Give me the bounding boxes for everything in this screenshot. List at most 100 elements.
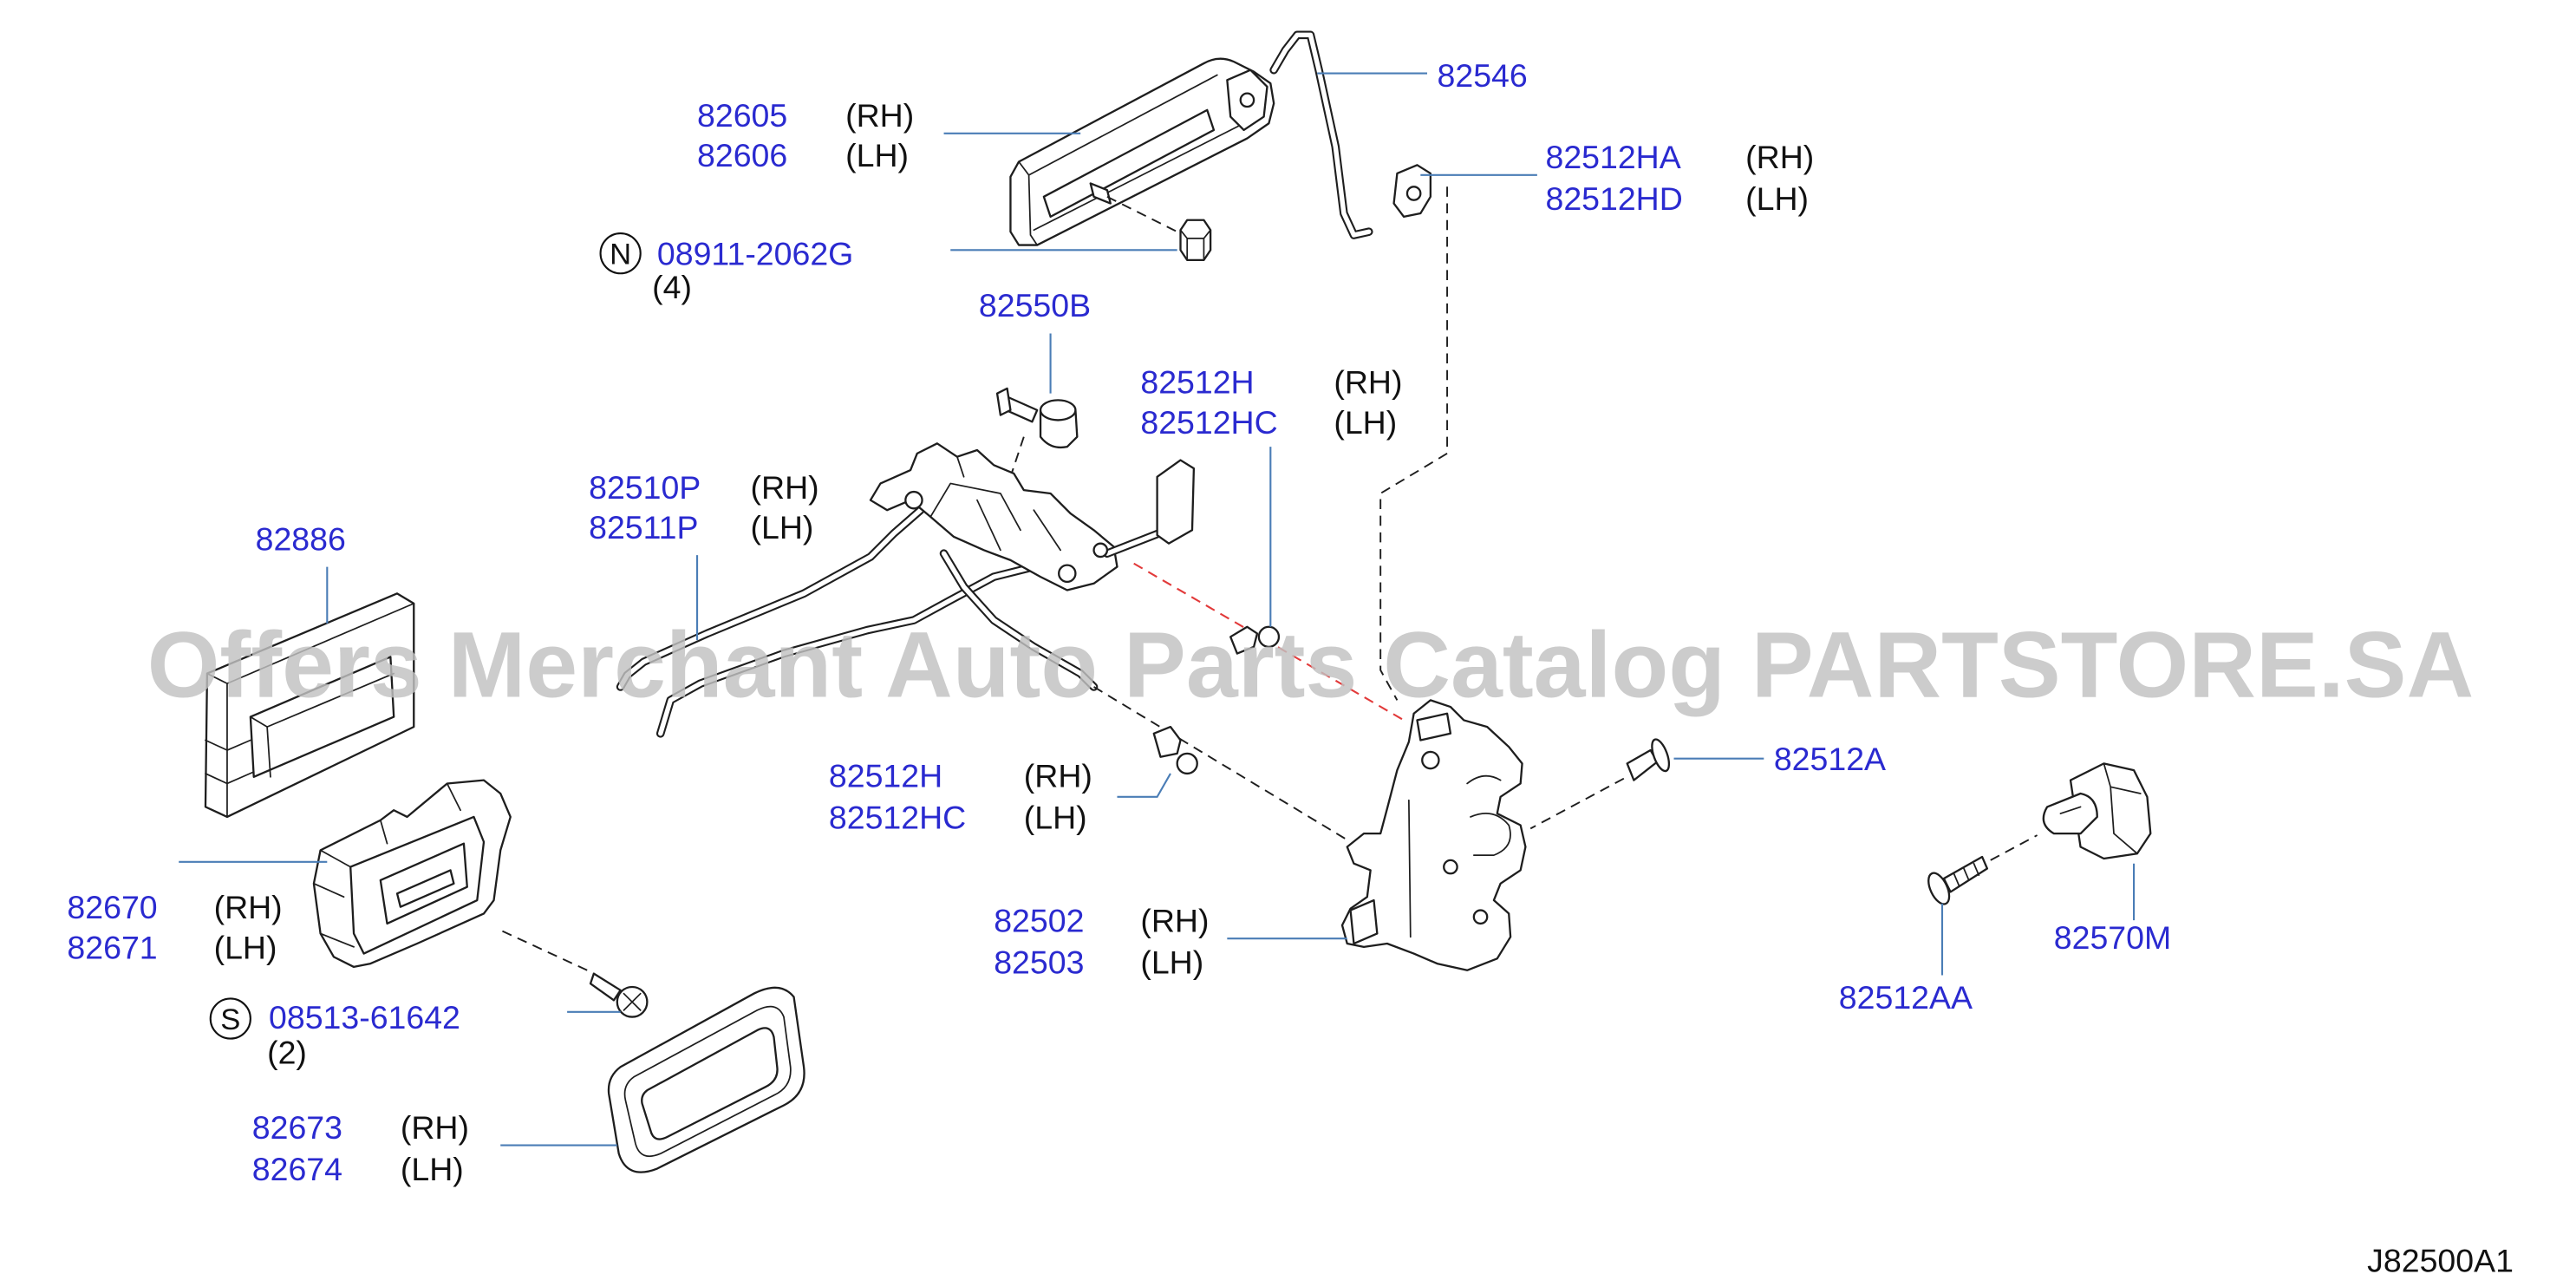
part-number-lh[interactable]: 82503 (994, 944, 1084, 981)
part-number-rh[interactable]: 82512HA (1545, 139, 1680, 175)
callout-door-lock: 82502 (RH) 82503 (LH) (994, 903, 1347, 981)
side-label: (LH) (1334, 404, 1397, 441)
assembly-line (1990, 834, 2038, 861)
side-label: (LH) (1140, 944, 1203, 981)
callout-inside-handle: 82670 (RH) 82671 (LH) (67, 860, 328, 965)
rod-clip-illustration (1392, 164, 1432, 219)
standard-part-symbol-circle (599, 232, 642, 275)
lock-rivet (1443, 859, 1458, 875)
screw-shaft (1942, 855, 1989, 893)
part-number-lh[interactable]: 82512HC (829, 799, 966, 835)
rod-c-fill (941, 551, 1097, 689)
callout-striker-screw: 82512AA (1839, 903, 1973, 1016)
leader-line (1117, 773, 1171, 798)
side-label: (RH) (214, 889, 283, 925)
part-number[interactable]: 82886 (256, 520, 346, 557)
part-number-rh[interactable]: 82512H (1140, 364, 1254, 401)
callout-rod-clip: 82512HA (RH) 82512HD (LH) (1420, 139, 1814, 217)
lock-rivet (1421, 750, 1440, 770)
lock-lever (1416, 712, 1452, 741)
remote-control-illustration (616, 442, 1196, 738)
screw-head (1927, 872, 1951, 905)
inside-handle-lever (395, 869, 455, 908)
assembly-line (1529, 777, 1625, 830)
part-number[interactable]: 82570M (2054, 919, 2171, 956)
part-number-lh[interactable]: 82511P (589, 509, 698, 546)
part-number-rh[interactable]: 82670 (67, 889, 157, 925)
callout-rod-clip-lower: 82512H (RH) 82512HC (LH) (829, 757, 1171, 835)
diagram-code: J82500A1 (2367, 1243, 2514, 1279)
side-label: (RH) (1334, 364, 1402, 401)
callout-lock-screw: 82512A (1673, 741, 1886, 777)
handle-rod-illustration (1269, 30, 1373, 239)
watermark: Offers Merchant Auto Parts Catalog PARTS… (147, 613, 2475, 717)
part-number[interactable]: 82550B (979, 287, 1091, 323)
callout-outside-handle: 82605 (RH) 82606 (LH) (697, 97, 1081, 173)
part-number-rh[interactable]: 82502 (994, 903, 1084, 939)
pad-opening-depth (250, 672, 395, 778)
rod-clip-lower-illustration (1152, 725, 1198, 775)
striker-plate (2069, 762, 2152, 860)
outside-handle-illustration (1009, 57, 1275, 246)
escutcheon-rim (623, 1005, 792, 1157)
grommet-top (1039, 399, 1077, 421)
callout-pad: 82886 (256, 520, 346, 624)
lock-latch-slot (1408, 774, 1511, 938)
escutcheon-screw-illustration (589, 972, 649, 1018)
part-number-rh[interactable]: 82605 (697, 97, 787, 134)
side-label: (LH) (1745, 180, 1809, 217)
bracket-pivot (904, 490, 923, 510)
nut-flats (1179, 229, 1211, 261)
side-label: (RH) (401, 1109, 469, 1146)
part-number[interactable]: 82512AA (1839, 979, 1973, 1016)
part-number[interactable]: 82512A (1774, 741, 1886, 777)
assembly-line (1106, 195, 1181, 234)
part-number[interactable]: 82546 (1438, 57, 1528, 94)
rod-b-fill (658, 558, 1086, 736)
standard-part-symbol-circle (209, 997, 251, 1040)
clip-head (1176, 752, 1198, 775)
striker-screw-illustration (1927, 855, 1989, 905)
handle-grip (1042, 108, 1216, 219)
bolt-head (995, 387, 1012, 416)
nut-illustration (1179, 219, 1212, 262)
escutcheon-opening (641, 1027, 779, 1140)
side-label: (LH) (845, 137, 909, 173)
assembly-line (499, 929, 588, 971)
handle-chamfer (1018, 74, 1245, 246)
part-number-rh[interactable]: 82673 (252, 1109, 342, 1146)
part-number[interactable]: 08513-61642 (269, 999, 460, 1035)
bracket-pivot (1058, 564, 1077, 584)
part-number-lh[interactable]: 82512HD (1545, 180, 1682, 217)
lock-tab (1349, 898, 1379, 945)
rod-a-fill (617, 507, 923, 689)
bracket-detail (929, 455, 1061, 552)
standard-part-symbol: S (220, 1003, 240, 1036)
pad-opening (249, 656, 395, 778)
callout-grommet: 82550B (979, 287, 1091, 394)
pad-layer-lines (205, 739, 255, 785)
inside-handle-edges (313, 782, 461, 948)
part-number-lh[interactable]: 82671 (67, 929, 157, 965)
callout-nut: N 08911-2062G (4) (599, 232, 1177, 305)
screw-thread (1953, 862, 1980, 886)
clip-body (1229, 625, 1259, 655)
callout-rod-clip-upper: 82512H (RH) 82512HC (LH) (1140, 364, 1402, 627)
part-number[interactable]: 08911-2062G (657, 236, 853, 272)
part-number-rh[interactable]: 82512H (829, 757, 942, 794)
part-number-lh[interactable]: 82606 (697, 137, 787, 173)
part-number-lh[interactable]: 82512HC (1140, 404, 1277, 441)
lock-screw-illustration (1626, 738, 1671, 781)
door-lock-illustration (1340, 699, 1527, 971)
lock-body (1340, 699, 1527, 971)
side-label: (LH) (751, 509, 814, 546)
screw-head (1651, 738, 1671, 773)
callout-escutcheon-screw: S 08513-61642 (2) (209, 997, 621, 1070)
part-number-rh[interactable]: 82510P (589, 469, 701, 506)
quantity-label: (2) (267, 1034, 307, 1070)
grommet-bolt-illustration (995, 387, 1079, 449)
part-number-lh[interactable]: 82674 (252, 1151, 342, 1187)
quantity-label: (4) (652, 269, 692, 305)
side-label: (RH) (1140, 903, 1209, 939)
